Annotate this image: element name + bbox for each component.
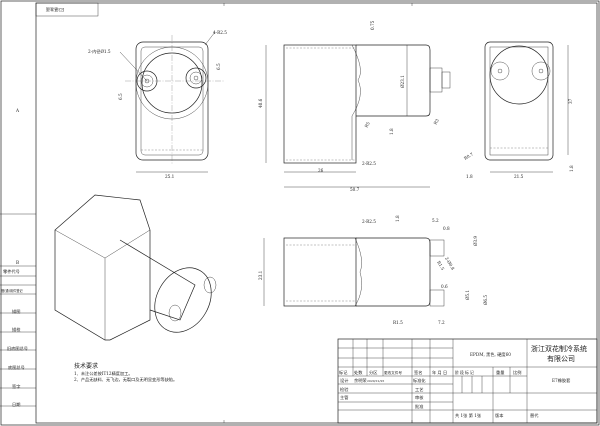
inner-frame: [35, 2, 598, 424]
design-date: 2020/12/25: [367, 379, 384, 383]
top-view: 23.1 2-R2.5 1.8 5.2 0.8 Ø3.9 R1.5 2-Ø0.8…: [258, 215, 488, 325]
dim: 2-Ø0.8: [444, 256, 456, 271]
dim: 50.7: [350, 187, 360, 192]
part-name: E7橡胶套: [552, 377, 571, 384]
approve-label: 批准: [415, 403, 423, 410]
dim: 1.8: [389, 128, 394, 135]
dim: 40.6: [258, 98, 263, 108]
strip-label: 旧底图总号: [7, 345, 28, 352]
header: 分区: [369, 369, 377, 376]
dim: R1.5: [393, 320, 403, 325]
dim: 1.8: [569, 165, 574, 172]
dim: R3: [433, 118, 440, 126]
designer-label: 设计: [340, 377, 348, 384]
dim: 5.2: [432, 218, 439, 223]
title-block: EPDM, 黑色, 硬度60 浙江双花制冷系统 有限公司 标记 处数 分区 更改…: [337, 338, 598, 424]
dim: Ø3.9: [473, 236, 478, 246]
notes-title: 技术要求: [74, 362, 98, 370]
dim: 7.2: [438, 320, 445, 325]
stage-header: 比例: [513, 369, 521, 376]
dim: 0.8: [443, 226, 450, 231]
dim: 4-R2.5: [213, 30, 227, 35]
dim: R0.7: [463, 151, 474, 160]
dim: 0.6: [441, 284, 448, 289]
strip-label: 借(通)用件登记: [1, 288, 23, 293]
header: 签名: [414, 369, 422, 376]
dim: 26: [318, 168, 324, 173]
header: 标记: [339, 369, 348, 376]
company-name: 浙江双花制冷系统: [531, 344, 587, 353]
sheet-count: 共 1张 第 1张: [455, 412, 482, 419]
stage-header: 重量: [496, 369, 504, 376]
isometric-view: [54, 194, 217, 341]
dim: R5: [364, 121, 371, 129]
zone-a: A: [15, 108, 20, 113]
dim: 2-R2.5: [362, 219, 376, 224]
dim: 6.5: [216, 63, 221, 70]
replace-label: 替代: [530, 412, 539, 419]
note-item: 1、未注公差按IT12精度加工。: [74, 370, 133, 377]
material: EPDM, 黑色, 硬度60: [470, 351, 511, 358]
dim: 2-内径Ø1.5: [88, 48, 111, 55]
side-strip: 零件代号 借(通)用件登记 描图 描校 旧底图总号 底图总号 签字 日期: [0, 265, 36, 408]
process-label: 工艺: [415, 387, 423, 392]
dim: R1.5: [436, 260, 445, 271]
reference-box: [35, 2, 99, 17]
zone-b: B: [16, 260, 19, 265]
note-item: 2、产品无缺料、无飞边，无裂口及无明显变形等缺陷。: [74, 376, 177, 383]
header: 更改文件号: [384, 370, 402, 375]
dim: 21.5: [514, 174, 524, 179]
strip-label: 底图总号: [8, 364, 25, 371]
header: 处数: [354, 369, 363, 376]
version-label: 版本: [495, 412, 504, 419]
reference-label: E3基准面: [46, 6, 64, 13]
dim: 25.1: [165, 174, 175, 179]
technical-notes: 技术要求 1、未注公差按IT12精度加工。 2、产品无缺料、无飞边，无裂口及无明…: [74, 362, 177, 383]
dim: 2-R2.5: [362, 161, 376, 166]
strip-label: 日期: [12, 402, 20, 408]
side-view: 40.6 0.75 Ø23.1 1.8 R5 R3 2-R2.5 26 50.7: [258, 20, 451, 192]
stage-header: 阶 段 标 记: [455, 370, 474, 375]
dim: 1.8: [395, 215, 400, 222]
dim: 23.1: [258, 270, 263, 280]
header: 年 月 日: [432, 369, 447, 376]
dim: Ø6.5: [483, 295, 488, 305]
dim: 37: [568, 98, 573, 104]
dim: 1.8: [466, 174, 473, 179]
manager-label: 主管: [340, 394, 348, 401]
front-view: 2-内径Ø1.5 4-R2.5 6.5 6.5 25.1: [88, 30, 227, 179]
check-label: 检验: [340, 386, 349, 393]
company-name: 有限公司: [547, 354, 575, 363]
standard-label: 标准化: [413, 377, 426, 384]
review-label: 审核: [415, 394, 424, 401]
dim: Ø23.1: [400, 75, 405, 88]
designer: 余明荣: [354, 377, 367, 384]
strip-label: 签字: [12, 383, 20, 389]
strip-label: 零件代号: [3, 268, 20, 275]
end-view: 37 R0.7 1.8 21.5 1.8: [463, 41, 574, 179]
dim: Ø5.1: [465, 290, 470, 300]
strip-label: 描图: [12, 308, 20, 315]
dim: 0.75: [370, 20, 375, 30]
strip-label: 描校: [12, 326, 21, 333]
dim: 6.5: [118, 93, 123, 100]
